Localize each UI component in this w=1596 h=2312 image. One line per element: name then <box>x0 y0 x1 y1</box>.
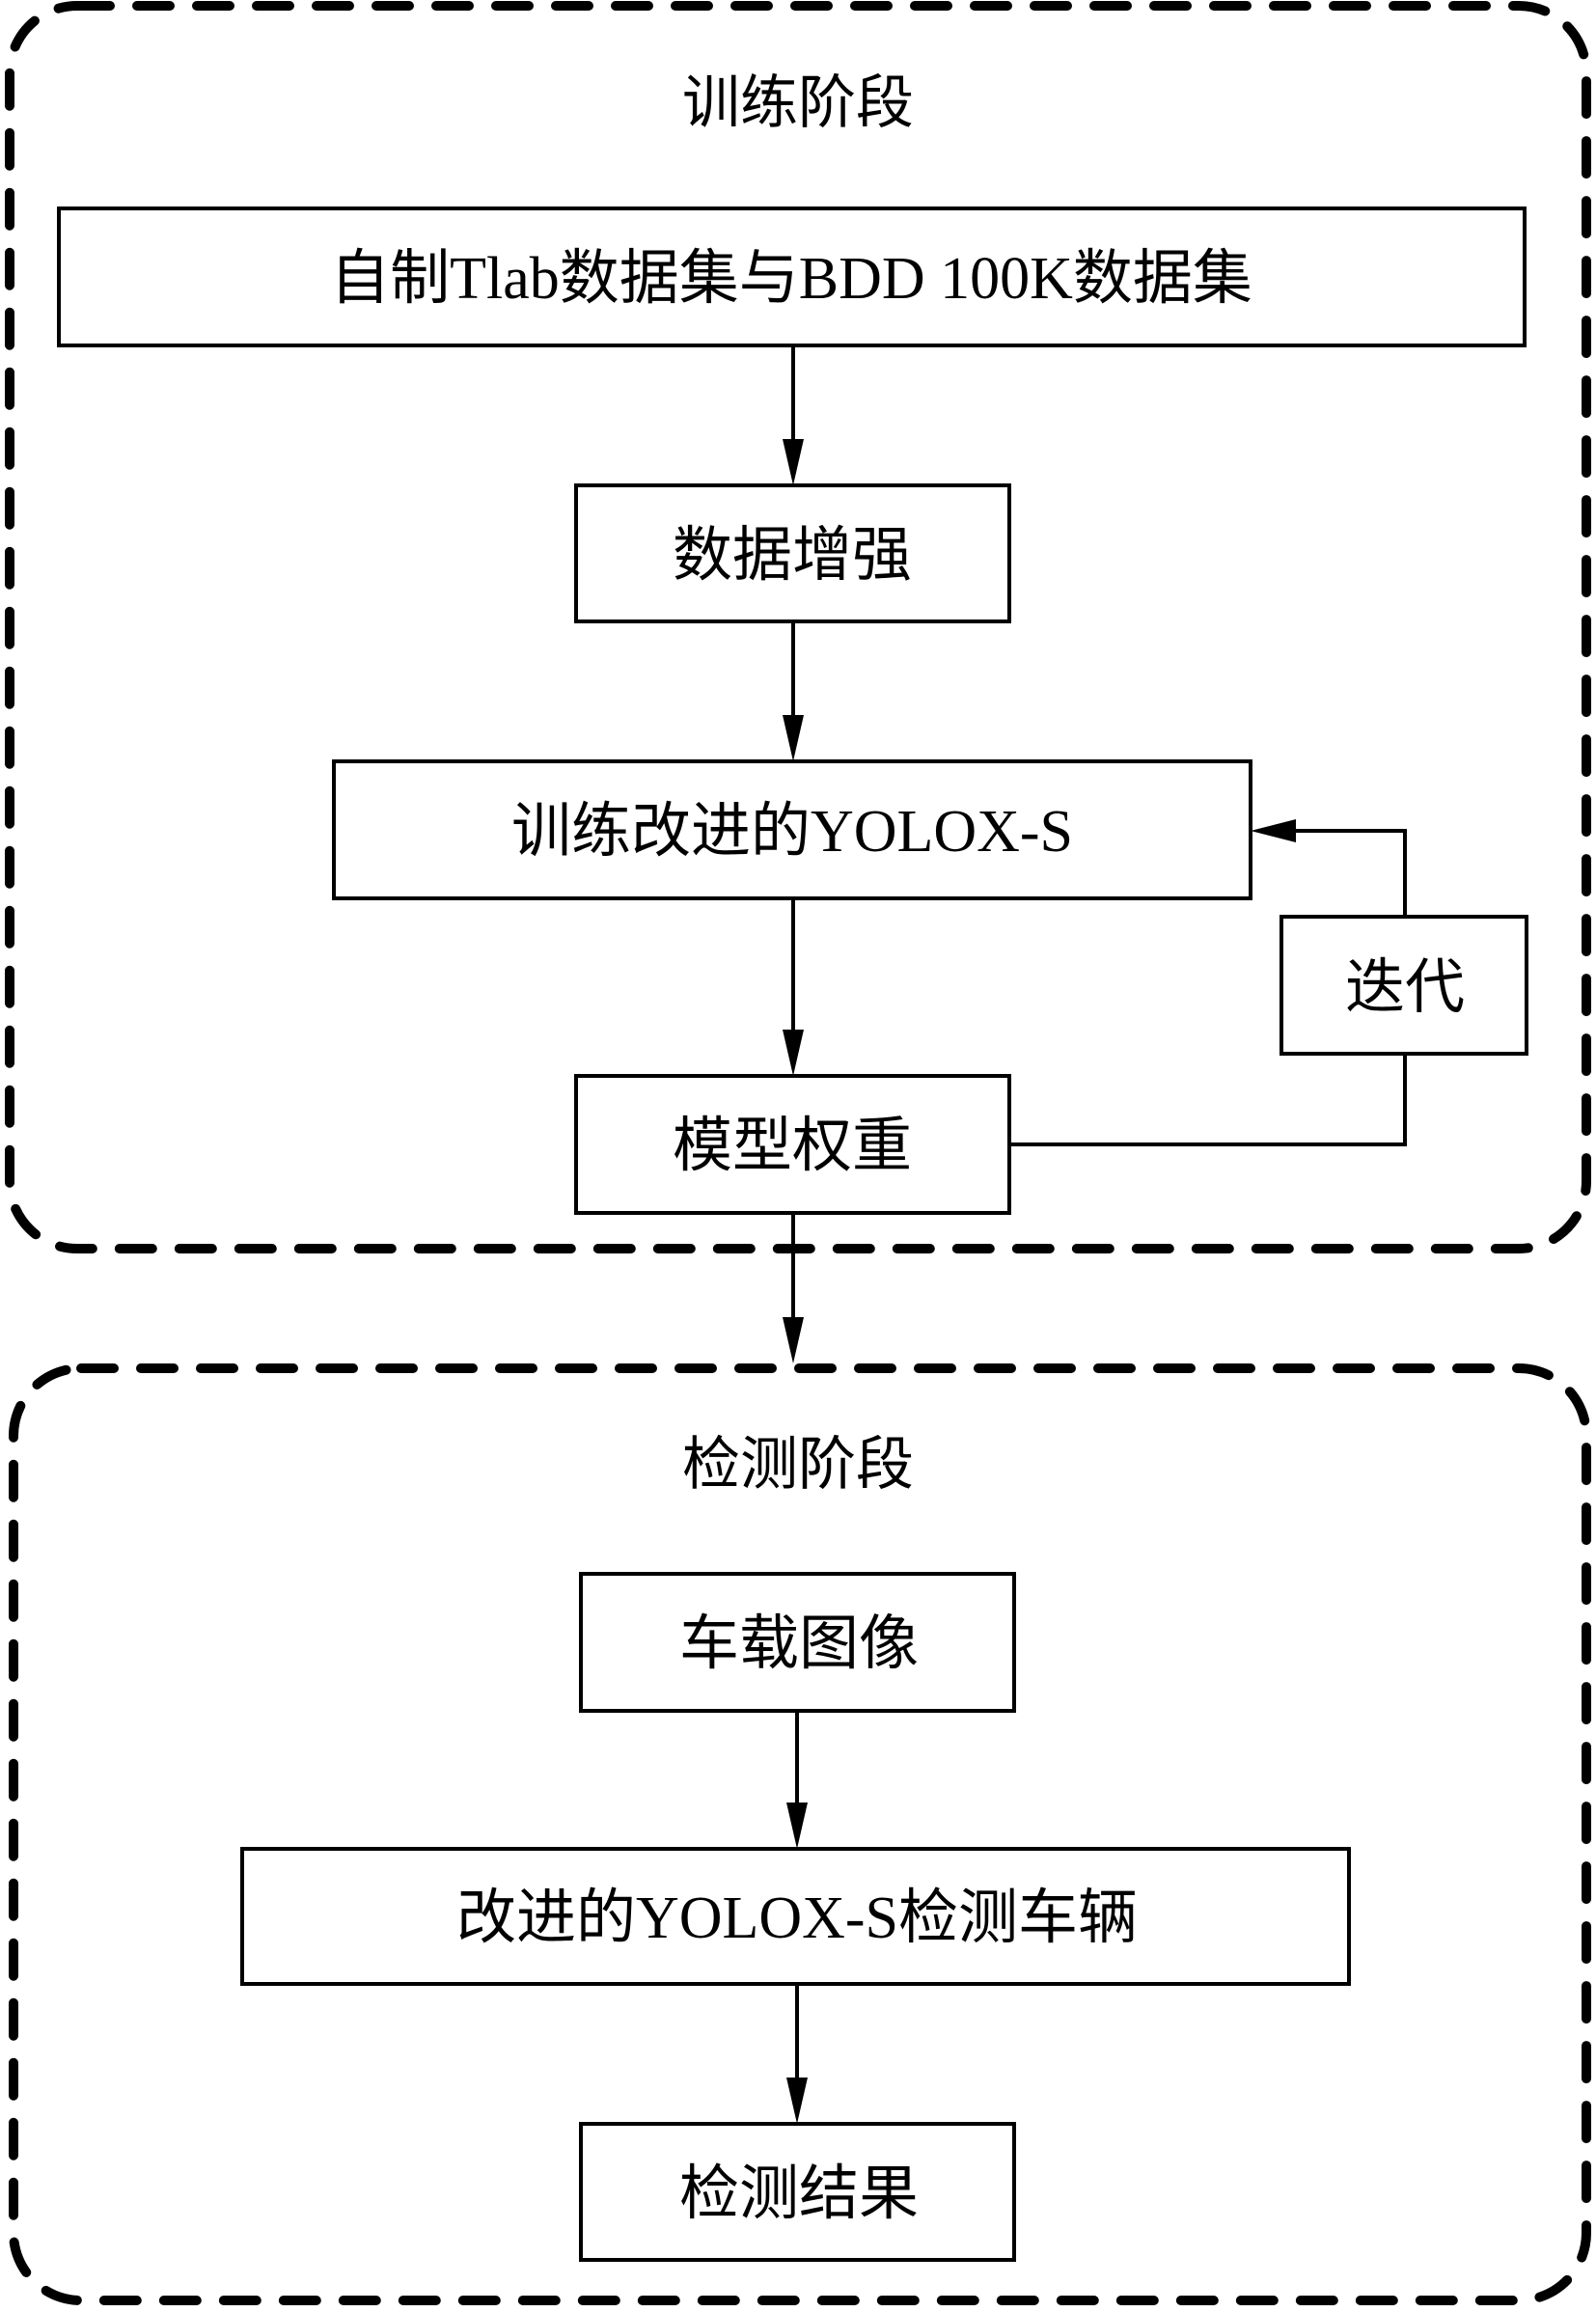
node-image-label: 车载图像 <box>679 1611 919 1677</box>
arrowhead-icon <box>783 1317 804 1363</box>
node-weights: 模型权重 <box>574 1074 1011 1215</box>
detection-stage-title: 检测阶段 <box>682 1433 914 1497</box>
node-dataset-label: 自制Tlab数据集与BDD 100K数据集 <box>330 246 1252 312</box>
node-iterate: 迭代 <box>1280 915 1528 1056</box>
arrowhead-icon <box>786 2078 808 2124</box>
node-augment-label: 数据增强 <box>673 523 912 589</box>
edge-iterate-train <box>1293 829 1407 917</box>
connectors <box>783 345 1407 2124</box>
node-detect-label: 改进的YOLOX-S检测车辆 <box>456 1885 1138 1951</box>
edge-weights-iterate <box>1009 1054 1407 1146</box>
node-image: 车载图像 <box>579 1572 1016 1713</box>
node-weights-box <box>574 1074 1011 1215</box>
arrowhead-icon <box>783 1030 804 1076</box>
node-dataset-box <box>57 206 1527 347</box>
node-train-label: 训练改进的YOLOX-S <box>511 799 1073 865</box>
node-dataset: 自制Tlab数据集与BDD 100K数据集 <box>57 206 1527 347</box>
arrowhead-icon <box>1251 819 1296 842</box>
arrowhead-icon <box>783 715 804 761</box>
node-augment: 数据增强 <box>574 483 1011 623</box>
node-detect-box <box>240 1847 1351 1986</box>
node-weights-label: 模型权重 <box>673 1114 912 1179</box>
node-detect: 改进的YOLOX-S检测车辆 <box>240 1847 1351 1986</box>
training-stage-title: 训练阶段 <box>682 71 914 135</box>
node-image-box <box>579 1572 1016 1713</box>
arrowhead-icon <box>783 439 804 485</box>
training-stage-container <box>5 1 1591 1253</box>
node-iterate-label: 迭代 <box>1345 955 1465 1021</box>
node-iterate-box <box>1280 915 1528 1056</box>
node-result: 检测结果 <box>579 2122 1016 2262</box>
node-train: 训练改进的YOLOX-S <box>332 759 1252 900</box>
node-train-box <box>332 759 1252 900</box>
node-result-label: 检测结果 <box>679 2161 919 2227</box>
arrowhead-icon <box>786 1803 808 1849</box>
detection-stage-container <box>9 1363 1591 2305</box>
node-result-box <box>579 2122 1016 2262</box>
node-augment-box <box>574 483 1011 623</box>
